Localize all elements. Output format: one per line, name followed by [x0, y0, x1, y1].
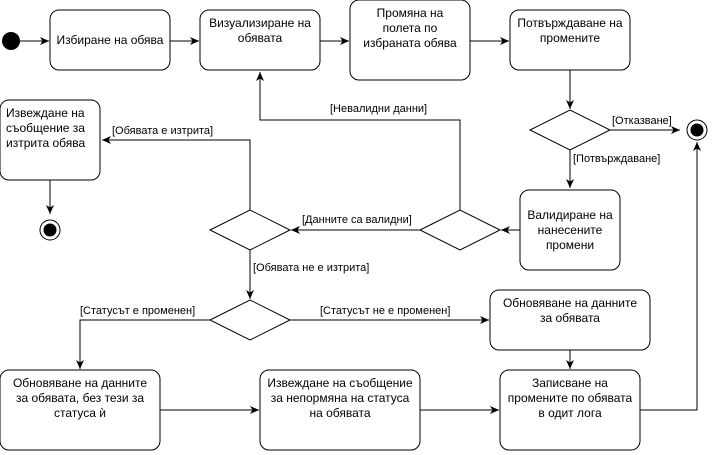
guard-confirm: [Потвърждаване] — [573, 153, 660, 165]
activity-select-ad: Избиране на обява — [49, 9, 171, 71]
activity-label: Обновяване на данните за обявата, без те… — [12, 376, 148, 420]
edge-ad-deleted — [102, 136, 251, 210]
activity-update-without-status: Обновяване на данните за обявата, без те… — [0, 369, 161, 451]
activity-confirm-changes: Потвърждаване на промените — [509, 9, 631, 71]
edge-invalid-data-loop — [256, 72, 461, 210]
decision-validation — [418, 209, 502, 251]
activity-update-data: Обновяване на данните за обявата — [489, 289, 651, 351]
edge-audit-to-end — [640, 142, 701, 411]
activity-label: Избиране на обява — [56, 32, 164, 47]
activity-validate-changes: Валидиране на нанесените промени — [519, 189, 621, 271]
activity-label: Промяна на полета по избраната обява — [363, 6, 457, 50]
initial-node — [2, 32, 20, 50]
guard-status-not-changed: [Статусът не е променен] — [320, 305, 450, 317]
connectors — [20, 37, 701, 414]
activity-audit-log: Записване на промените по обявата в одит… — [499, 369, 641, 451]
activity-status-unchanged-message: Извеждане на съобщение за непормяна на с… — [259, 369, 421, 451]
guard-ad-deleted: [Обявата е изтрита] — [112, 125, 213, 137]
guard-ad-not-deleted: [Обявата не е изтрита] — [253, 262, 369, 274]
decision-deleted — [208, 209, 292, 251]
activity-label: Потвърждаване на промените — [517, 16, 623, 45]
activity-label: Обновяване на данните за обявата — [502, 296, 638, 325]
guard-status-changed: [Статусът е променен] — [80, 305, 195, 317]
guard-data-valid: [Данните са валидни] — [302, 214, 412, 226]
activity-label: Записване на промените по обявата в одит… — [507, 376, 633, 420]
activity-label: Извеждане на съобщение за изтрита обява — [6, 106, 86, 150]
guard-invalid-data: [Невалидни данни] — [330, 103, 427, 115]
final-node-left — [39, 219, 61, 241]
activity-change-fields: Промяна на полета по избраната обява — [349, 0, 471, 81]
decision-confirm — [528, 109, 612, 151]
activity-deleted-message: Извеждане на съобщение за изтрита обява — [0, 99, 101, 181]
final-node-right — [686, 119, 708, 141]
activity-label: Визуализиране на обявата — [209, 16, 311, 45]
decision-status — [208, 299, 292, 341]
guard-cancel: [Отказване] — [612, 115, 672, 127]
edge-status-changed — [76, 319, 210, 369]
activity-label: Валидиране на нанесените промени — [527, 207, 613, 252]
activity-visualize-ad: Визуализиране на обявата — [199, 9, 321, 71]
activity-label: Извеждане на съобщение за непормяна на с… — [267, 376, 413, 420]
